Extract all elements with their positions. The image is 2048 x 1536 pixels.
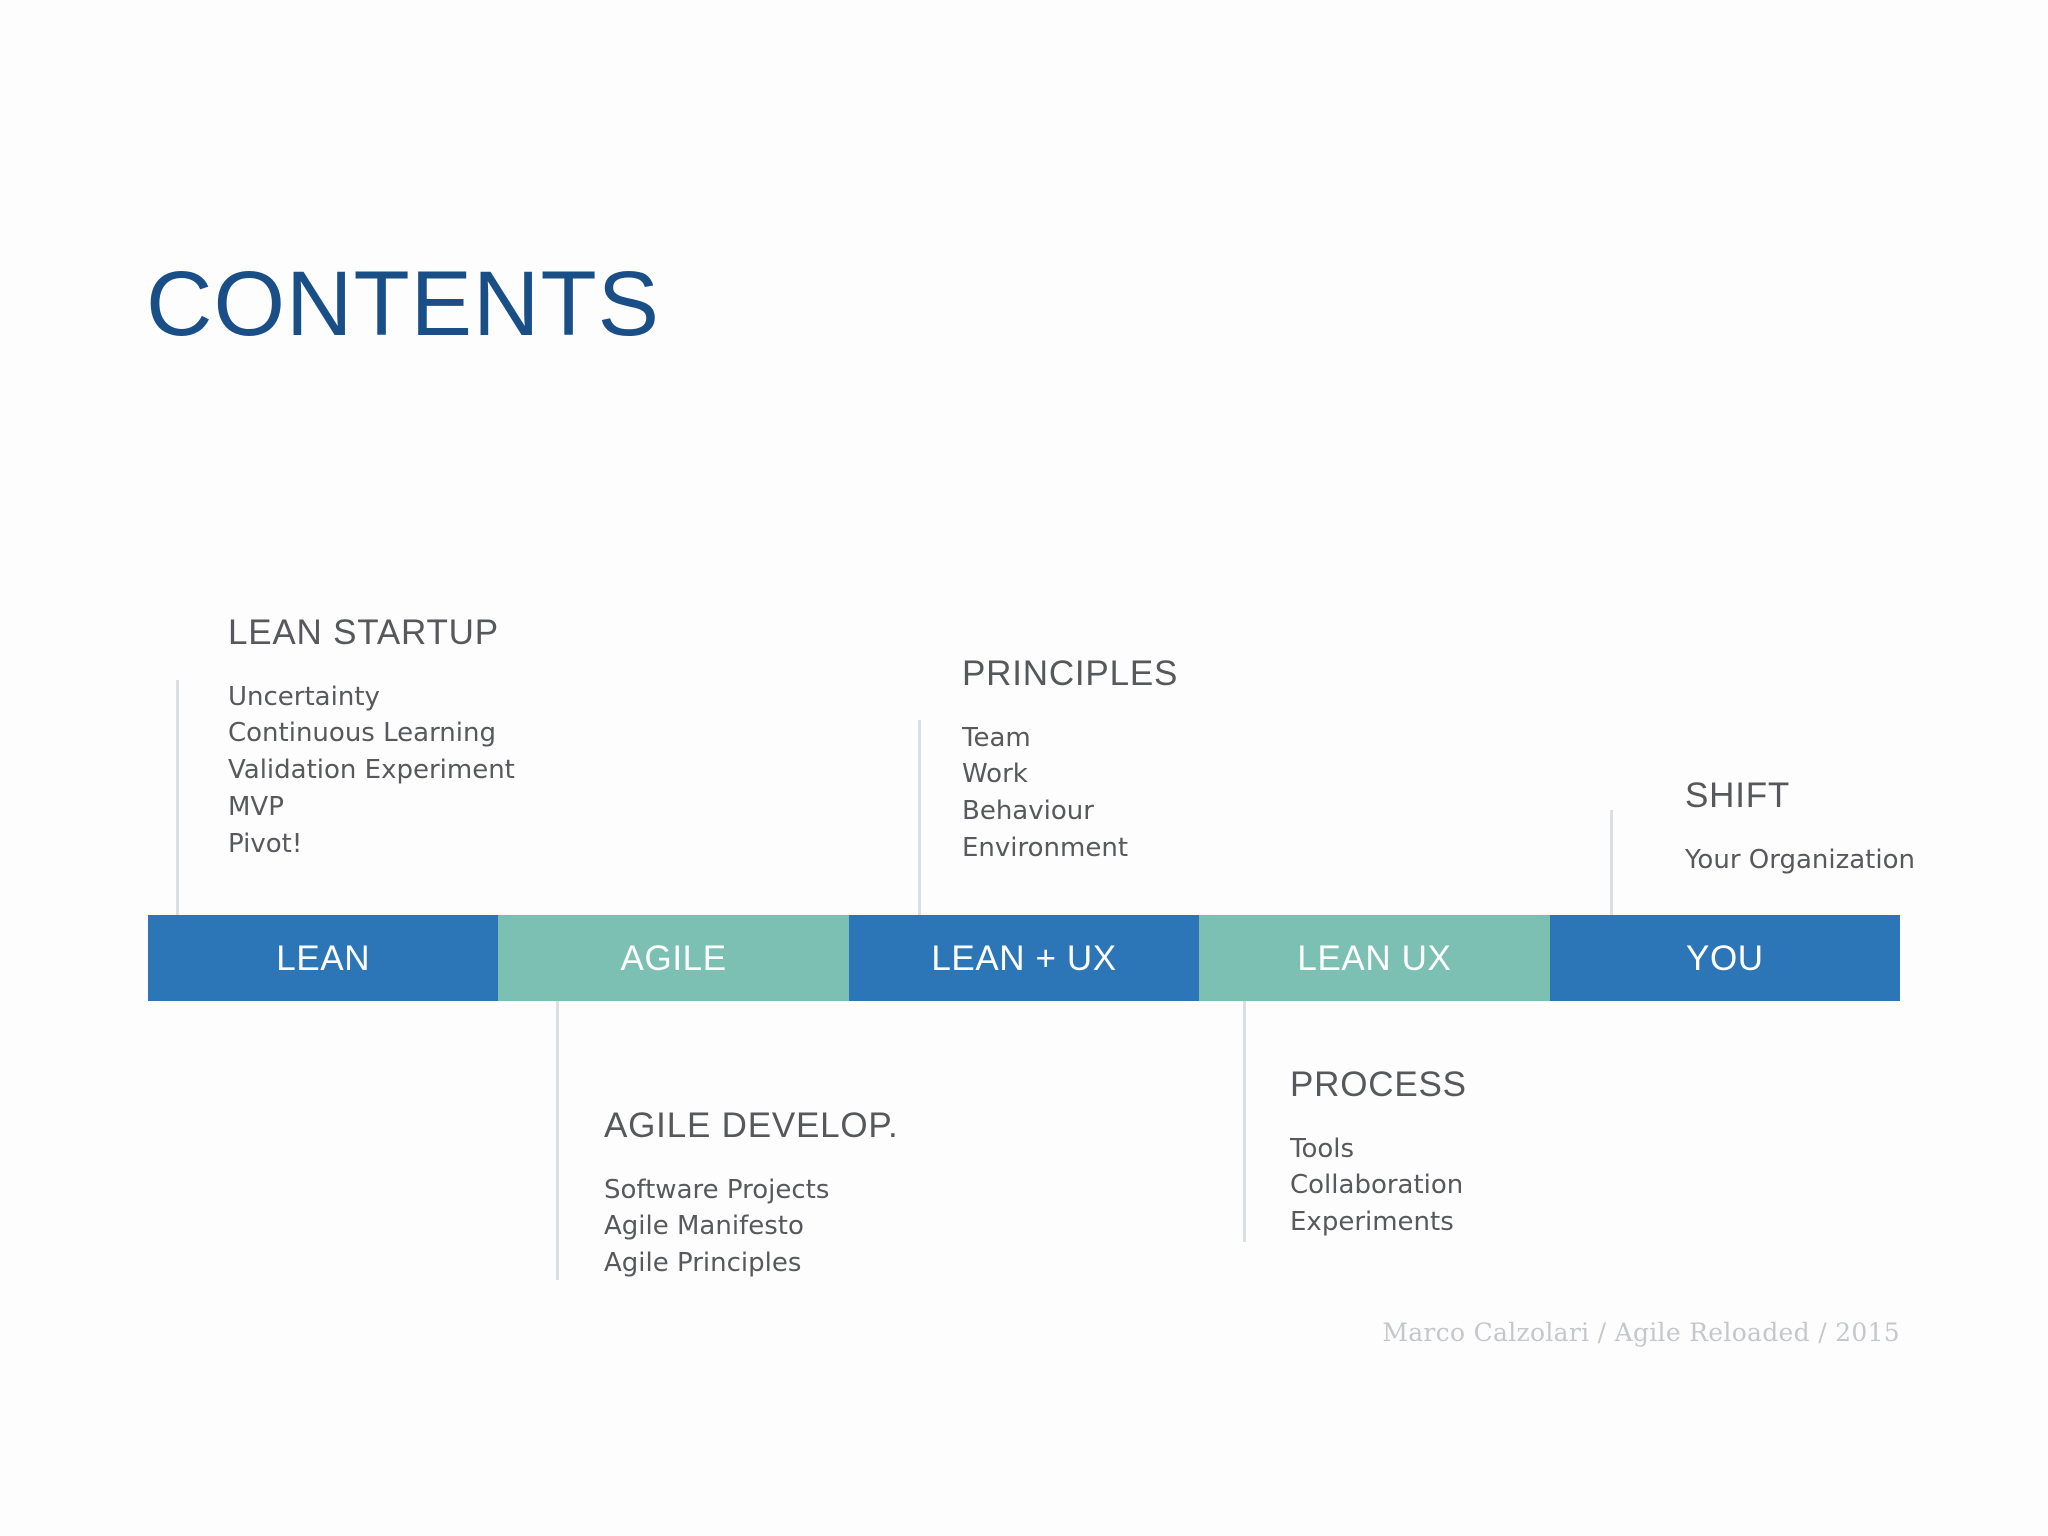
- list-item: Pivot!: [228, 829, 303, 860]
- callout-list-process: Tools Collaboration Experiments: [1290, 1131, 1467, 1242]
- callout-process: PROCESS Tools Collaboration Experiments: [1290, 1065, 1467, 1242]
- list-item: Collaboration: [1290, 1170, 1464, 1201]
- list-item: Team: [962, 722, 1031, 753]
- bar-segment-lean-plus-ux[interactable]: LEAN + UX: [848, 915, 1200, 1001]
- list-item: MVP: [228, 792, 284, 823]
- connector-line-agile-develop: [556, 950, 559, 1280]
- bar-segment-agile[interactable]: AGILE: [498, 915, 849, 1001]
- list-item: Work: [962, 759, 1028, 790]
- bar-segment-lean[interactable]: LEAN: [148, 915, 499, 1001]
- footer-credit: Marco Calzolari / Agile Reloaded / 2015: [1382, 1318, 1900, 1347]
- bar-segment-lean-ux[interactable]: LEAN UX: [1199, 915, 1550, 1001]
- callout-shift: SHIFT Your Organization: [1685, 776, 1915, 879]
- bar-segment-you[interactable]: YOU: [1549, 915, 1901, 1001]
- connector-line-shift: [1610, 810, 1613, 958]
- callout-list-shift: Your Organization: [1685, 842, 1915, 879]
- connector-line-principles: [918, 720, 921, 958]
- callout-list-principles: Team Work Behaviour Environment: [962, 720, 1178, 868]
- list-item: Validation Experiment: [228, 755, 515, 786]
- connector-line-lean-startup: [176, 680, 179, 958]
- list-item: Experiments: [1290, 1207, 1454, 1238]
- timeline-bar: LEAN AGILE LEAN + UX LEAN UX YOU: [148, 915, 1901, 1001]
- callout-agile-develop: AGILE DEVELOP. Software Projects Agile M…: [604, 1106, 899, 1283]
- list-item: Environment: [962, 833, 1129, 864]
- list-item: Tools: [1290, 1133, 1355, 1164]
- callout-principles: PRINCIPLES Team Work Behaviour Environme…: [962, 654, 1179, 868]
- list-item: Your Organization: [1685, 844, 1915, 875]
- callout-title-principles: PRINCIPLES: [962, 654, 1179, 693]
- callout-list-agile-develop: Software Projects Agile Manifesto Agile …: [604, 1172, 899, 1283]
- list-item: Continuous Learning: [228, 718, 496, 749]
- page-title: CONTENTS: [146, 253, 660, 355]
- list-item: Behaviour: [962, 796, 1094, 827]
- list-item: Uncertainty: [228, 681, 380, 712]
- callout-title-process: PROCESS: [1290, 1065, 1467, 1104]
- callout-list-lean-startup: Uncertainty Continuous Learning Validati…: [228, 679, 515, 864]
- callout-title-shift: SHIFT: [1685, 776, 1791, 815]
- list-item: Software Projects: [604, 1174, 830, 1205]
- list-item: Agile Principles: [604, 1248, 802, 1279]
- callout-lean-startup: LEAN STARTUP Uncertainty Continuous Lear…: [228, 613, 515, 864]
- callout-title-agile-develop: AGILE DEVELOP.: [604, 1106, 899, 1145]
- connector-line-process: [1243, 950, 1246, 1242]
- list-item: Agile Manifesto: [604, 1211, 804, 1242]
- callout-title-lean-startup: LEAN STARTUP: [228, 613, 499, 652]
